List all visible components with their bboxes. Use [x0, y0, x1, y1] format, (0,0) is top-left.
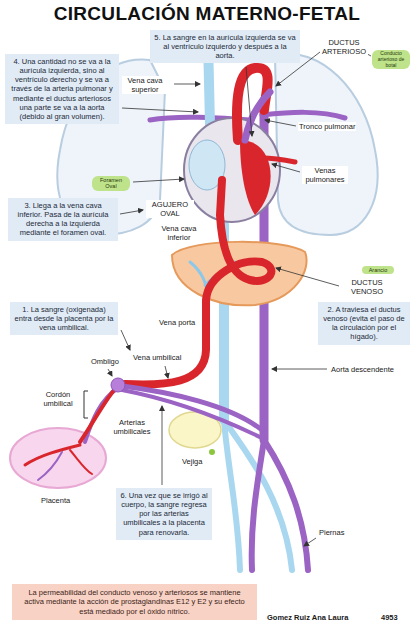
- placenta-vessel: [25, 445, 80, 465]
- part-label: Arterias umbilicales: [108, 418, 156, 436]
- leader-line: [246, 67, 252, 136]
- part-label: Vena cava inferior: [156, 224, 202, 242]
- part-label: Vena porta: [158, 318, 196, 327]
- leg-vein: [224, 420, 292, 570]
- heart: [184, 118, 280, 222]
- pulmonary-vein: [262, 158, 295, 162]
- author-label: Gomez Ruiz Ana Laura: [266, 613, 349, 622]
- leader-line: [120, 210, 143, 214]
- bracket: [84, 391, 88, 418]
- leader-line: [276, 268, 339, 286]
- leader-line: [121, 330, 130, 350]
- callout-box: 1. La sangre (oxigenada) entra desde la …: [10, 302, 118, 335]
- title-heading: CIRCULACIÓN MATERNO-FETAL: [0, 3, 414, 25]
- part-label: DUCTUS VENOSO: [342, 278, 392, 296]
- part-label: DUCTUS ARTERIOSO: [320, 38, 368, 56]
- part-label: Vena umbilical: [132, 353, 182, 362]
- leader-line: [162, 406, 163, 485]
- callout-text: Conducto arterioso de botal: [374, 51, 408, 68]
- callout-text: 4. Una cantidad no se va a la aurícula i…: [9, 57, 115, 121]
- part-label: Aorta descendente: [330, 365, 395, 374]
- callout-box: 5. La sangre en la aurícula izquierda se…: [150, 30, 300, 63]
- leader-line: [165, 366, 168, 378]
- tag-pill: Arancio: [362, 266, 394, 274]
- callout-text: 3. Llega a la vena cava inferior. Pasa d…: [12, 201, 114, 238]
- callout-box: 6. Una vez que se irrigó al cuerpo, la s…: [116, 488, 212, 540]
- leg-artery: [264, 440, 308, 570]
- callout-text: 6. Una vez que se irrigó al cuerpo, la s…: [120, 491, 208, 537]
- part-label: Piernas: [318, 528, 345, 537]
- pulmonary-artery: [262, 112, 345, 118]
- callout-text: 5. La sangre en la aurícula izquierda se…: [154, 33, 296, 60]
- leader-line: [174, 84, 200, 85]
- callout-text: La permeabilidad del conducto venoso y a…: [18, 588, 251, 616]
- placenta-vessel: [38, 452, 62, 480]
- part-label: Vena cava superior: [122, 76, 168, 94]
- part-label: Venas pulmonares: [302, 166, 348, 184]
- callout-text: 2. A traviesa el ductus venoso (evita el…: [322, 305, 406, 342]
- left-heart: [240, 140, 271, 215]
- note-box: La permeabilidad del conducto venoso y a…: [12, 584, 257, 620]
- part-label: Ombligo: [90, 357, 120, 366]
- placenta-vessel: [70, 450, 92, 474]
- leader-line: [272, 369, 327, 370]
- placenta: [10, 428, 106, 488]
- part-label: Tronco pulmonar: [298, 122, 356, 131]
- callout-box: 4. Una cantidad no se va a la aurícula i…: [5, 54, 119, 124]
- leader-line: [108, 369, 112, 376]
- callout-text: Arancio: [364, 267, 392, 273]
- part-label: Cordón umbilical: [36, 390, 80, 408]
- leg-artery: [252, 440, 264, 570]
- leader-line: [122, 108, 198, 112]
- callout-text: 1. La sangre (oxigenada) entra desde la …: [14, 305, 114, 332]
- part-label: Placenta: [40, 496, 71, 505]
- tag-pill: Foramen Oval: [92, 176, 130, 191]
- leader-line: [265, 120, 296, 126]
- leader-line: [272, 164, 300, 172]
- callout-box: 2. A traviesa el ductus venoso (evita el…: [318, 302, 410, 345]
- author-label: 4953: [380, 613, 399, 622]
- right-lung: [275, 54, 378, 235]
- umbilical-vein: [125, 180, 271, 385]
- part-label: AGUJERO OVAL: [146, 200, 194, 218]
- callout-text: Foramen Oval: [94, 177, 128, 190]
- leader-line: [304, 538, 316, 546]
- callout-box: 3. Llega a la vena cava inferior. Pasa d…: [8, 198, 118, 241]
- bladder-dot: [209, 449, 215, 455]
- part-label: Vejiga: [181, 457, 203, 466]
- tag-pill: Conducto arterioso de botal: [372, 50, 410, 69]
- leader-line: [133, 179, 184, 182]
- navel: [111, 378, 125, 392]
